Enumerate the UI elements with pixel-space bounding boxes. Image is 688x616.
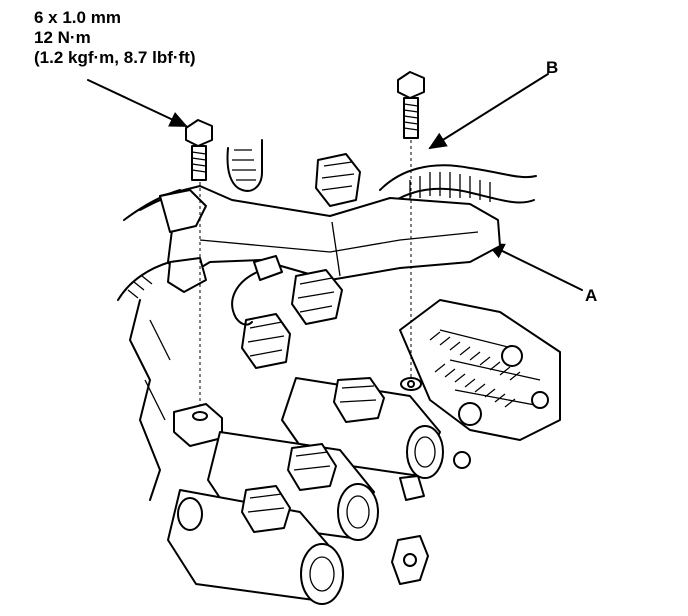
- mounting-boss-left: [173, 403, 223, 447]
- spec-leader-arrow: [87, 79, 188, 127]
- torque-nm-text: 12 N·m: [34, 28, 91, 47]
- torque-alt-text: (1.2 kgf·m, 8.7 lbf·ft): [34, 48, 196, 67]
- harness-bracket-a: [159, 185, 501, 293]
- transmission-housing: [129, 299, 561, 501]
- callout-b-leader-arrow: [428, 73, 549, 150]
- connector-left: [241, 313, 291, 369]
- connector-wire: [231, 269, 263, 326]
- callout-label-b: B: [546, 58, 559, 77]
- torque-specification: 6 x 1.0 mm 12 N·m (1.2 kgf·m, 8.7 lbf·ft…: [34, 8, 196, 68]
- wire-clip: [253, 255, 283, 281]
- wire-harness: [117, 139, 537, 301]
- bolt-size-text: 6 x 1.0 mm: [34, 8, 121, 27]
- solenoid-lower: [167, 485, 344, 605]
- connector-top: [315, 153, 361, 207]
- callout-label-a: A: [585, 286, 598, 305]
- retaining-hardware: [391, 451, 471, 585]
- connector-middle: [291, 269, 343, 325]
- callout-a-leader-arrow: [486, 243, 583, 291]
- mounting-boss-right: [400, 377, 422, 391]
- mounting-bolt-right: [397, 71, 425, 139]
- mounting-bolt-left: [185, 119, 213, 181]
